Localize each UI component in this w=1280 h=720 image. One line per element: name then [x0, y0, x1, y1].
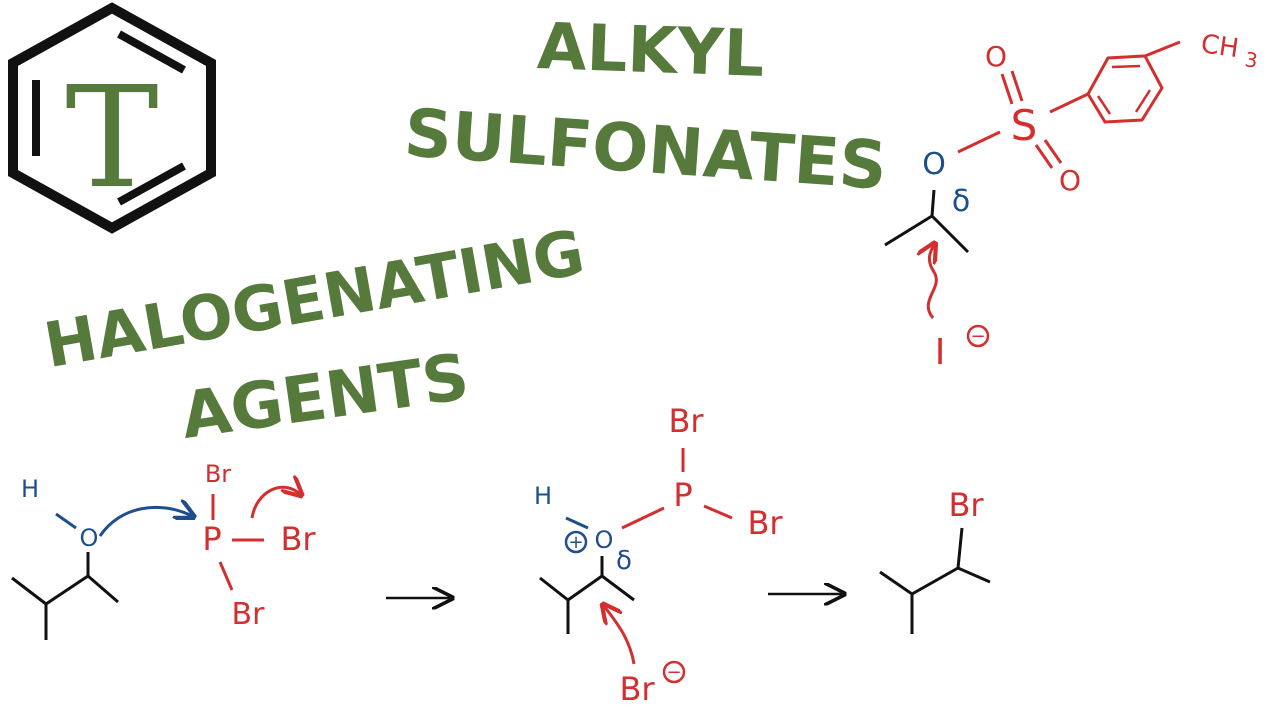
tosylate-iodide-charge-circle	[966, 324, 990, 348]
intermediate-plus: +	[568, 532, 583, 553]
tosylate-so-bottom-bond-b	[1043, 139, 1063, 164]
intermediate-br-right: Br	[747, 504, 783, 542]
intermediate-hydrogen: H	[534, 482, 552, 510]
tosylate-sulfur: S	[1011, 101, 1038, 150]
tosylate-oxo-top: O	[985, 40, 1007, 73]
alcohol-oxygen: O	[80, 524, 99, 552]
intermediate-skeleton	[539, 574, 635, 602]
intermediate-phosphorus: P	[673, 476, 692, 514]
intermediate-plus-circle	[564, 530, 588, 554]
intermediate-oxygen: O	[595, 526, 614, 554]
o-to-p-arrow	[98, 507, 192, 537]
heading-halogenating-agents: HALOGENATING AGENTS	[39, 215, 590, 454]
product-bromine: Br	[948, 486, 984, 524]
p-br-cleavage-arrow	[250, 487, 300, 519]
intermediate-br-top: Br	[668, 402, 704, 440]
logo-hexagon	[8, 2, 216, 234]
pbr3-phosphorus: P	[202, 520, 221, 558]
tosylate-so-top-bond-b	[1010, 70, 1024, 102]
intermediate-o-h-bond	[565, 516, 589, 530]
tosylate-mechanism: O δ S O O CH 3 I −	[884, 29, 1259, 373]
heading-halogenating: HALOGENATING	[39, 215, 590, 382]
tosylate-oxo-bottom: O	[1059, 164, 1081, 197]
tosylate-oxygen: O	[922, 147, 946, 182]
pbr3-br-top: Br	[205, 460, 231, 488]
pbr3-bond-bottom	[218, 561, 234, 591]
heading-sulfonates: SULFONATES	[402, 94, 889, 205]
intermediate-o-p-bond	[621, 506, 665, 530]
tosylate-leaving-delta: δ	[952, 184, 970, 219]
alcohol-o-h-bond	[55, 512, 77, 530]
tosylate-iodide: I	[935, 332, 946, 373]
tosylate-ring-double-c	[1096, 95, 1112, 115]
alcohol-hydrogen: H	[21, 475, 39, 503]
logo-letter: T	[65, 57, 158, 220]
tosylate-o-s-bond	[957, 130, 1001, 154]
tosylate-so-bottom-bond-a	[1034, 144, 1054, 169]
pbr3-br-bottom: Br	[232, 597, 266, 632]
logo-double-bond-bottom	[117, 162, 186, 206]
reaction-step-2: O + δ H P Br Br Br −	[534, 402, 783, 708]
heading-alkyl-sulfonates: ALKYL SULFONATES	[402, 10, 889, 205]
heading-agents: AGENTS	[177, 340, 474, 454]
tosylate-ring-double-b	[1134, 89, 1152, 113]
alcohol-skeleton	[11, 574, 119, 606]
pbr3-br-right: Br	[280, 520, 316, 558]
tosylate-so-top-bond-a	[1000, 73, 1014, 105]
bromide-attack-arrow	[604, 606, 636, 665]
product-c-br-bond	[956, 527, 964, 569]
tosylate-s-ring-bond	[1049, 92, 1089, 114]
tosylate-methyl-subscript: 3	[1243, 47, 1259, 73]
reaction-step-1: O H P Br Br Br	[11, 460, 316, 640]
bromide-charge-circle	[662, 660, 686, 684]
tosylate-ring-methyl-bond	[1144, 40, 1181, 58]
bromide-ion: Br	[619, 670, 655, 708]
tosylate-benzene-ring	[1086, 54, 1164, 124]
tosylate-attack-arrow	[928, 245, 936, 319]
tosylate-iodide-charge: −	[970, 326, 985, 347]
logo: T	[8, 2, 216, 234]
product-skeleton	[879, 566, 991, 596]
intermediate-p-br-right-bond	[703, 504, 733, 520]
tosylate-ring-double-a	[1111, 64, 1141, 69]
tosylate-skeleton	[884, 214, 970, 254]
heading-alkyl: ALKYL	[536, 10, 765, 92]
tosylate-methyl: CH	[1199, 29, 1241, 64]
intermediate-delta: δ	[616, 546, 632, 576]
tosylate-c-o-bond	[930, 189, 936, 217]
logo-double-bond-top	[117, 30, 186, 74]
reaction-product: Br	[879, 486, 991, 634]
bromide-charge: −	[666, 662, 681, 683]
